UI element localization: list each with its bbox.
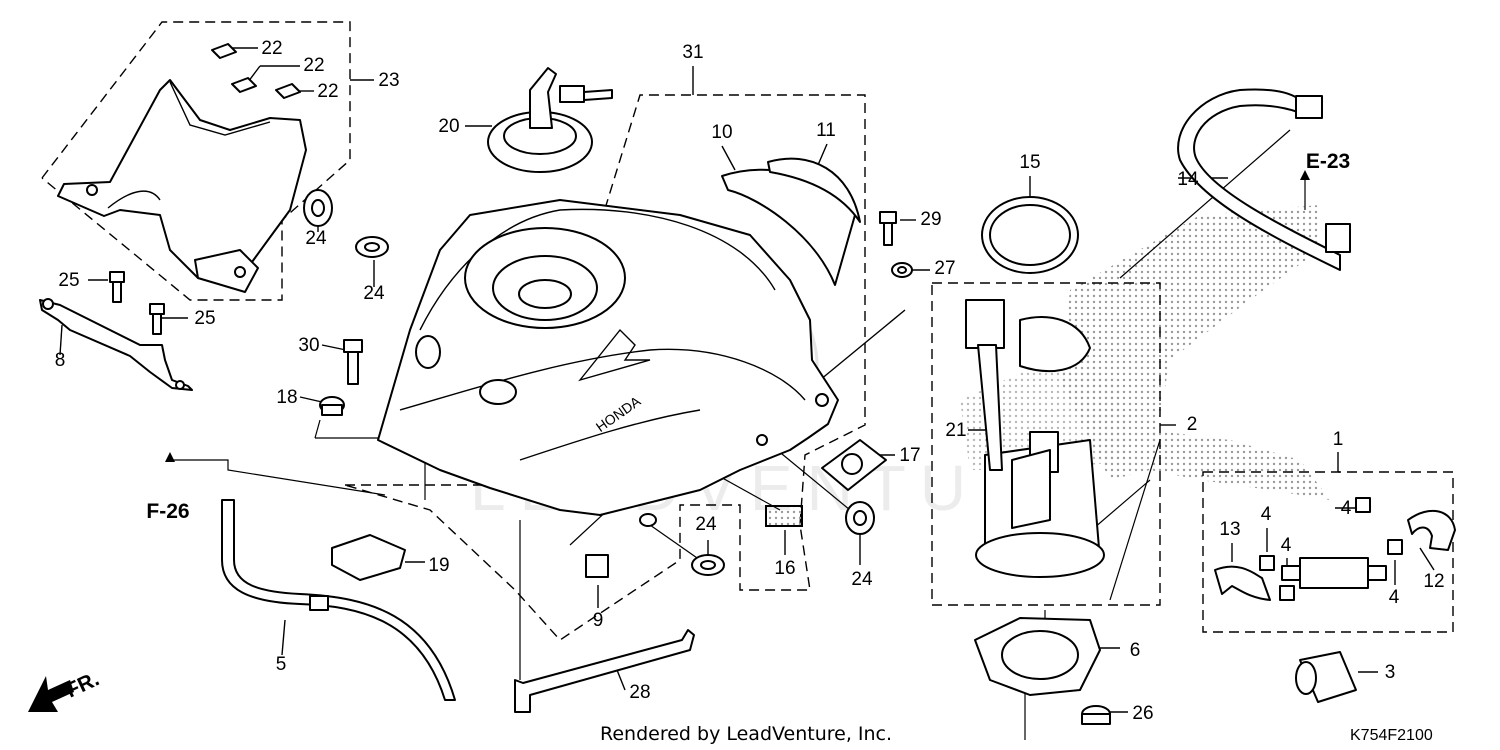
mesh-part-16[interactable]: [765, 505, 803, 527]
part-label-p22a[interactable]: 22: [261, 38, 282, 59]
part-label-p28[interactable]: 28: [629, 682, 650, 703]
collar-part-18[interactable]: [319, 396, 345, 416]
bolt-part-25[interactable]: [109, 271, 165, 335]
part-label-p23[interactable]: 23: [378, 70, 399, 91]
part-label-p30[interactable]: 30: [298, 335, 319, 356]
fuel-pump-part-2[interactable]: [965, 299, 1105, 578]
fuel-cap-part-20[interactable]: [487, 67, 613, 173]
part-label-p8[interactable]: 8: [55, 350, 66, 371]
reference-ref-e23[interactable]: E-23: [1306, 150, 1350, 173]
wire-part-21[interactable]: [977, 344, 1003, 471]
part-label-p2[interactable]: 2: [1187, 414, 1198, 435]
part-label-p25a[interactable]: 25: [58, 270, 79, 291]
part-label-p5[interactable]: 5: [276, 654, 287, 675]
part-label-p3[interactable]: 3: [1385, 662, 1396, 683]
front-cover-part-23[interactable]: [57, 79, 307, 293]
hose-part-14[interactable]: [1177, 88, 1351, 271]
grommet-part-24[interactable]: [303, 189, 875, 576]
part-label-p24a[interactable]: 24: [305, 228, 327, 249]
part-label-p19[interactable]: 19: [428, 555, 449, 576]
connector-part-3[interactable]: [1295, 651, 1357, 703]
bolt-part-29[interactable]: [879, 211, 897, 246]
hose-part-13[interactable]: [1214, 565, 1271, 601]
part-label-p20[interactable]: 20: [438, 116, 459, 137]
part-label-p4d[interactable]: 4: [1389, 587, 1400, 608]
part-label-p15[interactable]: 15: [1019, 152, 1040, 173]
direction-label: FR.: [62, 667, 102, 702]
part-label-p31[interactable]: 31: [682, 42, 703, 63]
washer-part-27[interactable]: [891, 262, 913, 278]
reference-ref-f26[interactable]: F-26: [146, 500, 189, 523]
part-label-p4c[interactable]: 4: [1341, 498, 1352, 519]
part-label-p24c[interactable]: 24: [695, 514, 717, 535]
clamp-part-4[interactable]: [1259, 497, 1403, 601]
tube-part-28[interactable]: [514, 629, 695, 713]
part-label-p21[interactable]: 21: [945, 420, 966, 441]
hose-part-5[interactable]: [221, 499, 456, 701]
part-label-p13[interactable]: 13: [1219, 519, 1240, 540]
bolt-part-30[interactable]: [343, 339, 363, 385]
part-label-p18[interactable]: 18: [276, 387, 297, 408]
bracket-part-8[interactable]: [39, 298, 193, 391]
leader-lines: [59, 47, 1435, 740]
pad-part-22[interactable]: [211, 43, 301, 99]
gasket-plate-part-6[interactable]: [974, 617, 1101, 696]
part-label-p10[interactable]: 10: [711, 122, 732, 143]
part-label-p12[interactable]: 12: [1423, 571, 1444, 592]
clip-part-17[interactable]: [821, 439, 887, 491]
part-label-p25b[interactable]: 25: [194, 308, 215, 329]
part-label-p22b[interactable]: 22: [303, 55, 324, 76]
fuel-filter-part-1[interactable]: [1281, 557, 1387, 589]
part-label-p4a[interactable]: 4: [1261, 504, 1272, 525]
part-label-p24d[interactable]: 24: [851, 569, 873, 590]
strip-part-11[interactable]: [767, 157, 861, 223]
part-label-p22c[interactable]: 22: [317, 81, 338, 102]
part-label-p29[interactable]: 29: [920, 209, 941, 230]
seal-ring-part-15[interactable]: [981, 196, 1079, 274]
part-label-p11[interactable]: 11: [816, 120, 836, 141]
part-label-p17[interactable]: 17: [899, 445, 920, 466]
arrows: [165, 170, 1310, 462]
part-label-p6[interactable]: 6: [1130, 640, 1141, 661]
footer-credit: Rendered by LeadVenture, Inc.: [600, 723, 892, 745]
part-label-p24b[interactable]: 24: [363, 283, 385, 304]
reference-labels: E-23F-26: [146, 150, 1350, 523]
part-label-p9[interactable]: 9: [593, 610, 604, 631]
part-label-p26[interactable]: 26: [1132, 703, 1153, 724]
part-label-p14[interactable]: 14: [1177, 169, 1199, 190]
front-direction-arrow: FR.: [28, 667, 103, 712]
clip-part-19[interactable]: [331, 534, 406, 581]
part-label-p1[interactable]: 1: [1333, 429, 1344, 450]
part-label-p4b[interactable]: 4: [1281, 535, 1292, 556]
part-label-p27[interactable]: 27: [934, 258, 955, 279]
fuel-tank-part-31[interactable]: HONDA: [377, 199, 839, 527]
pad-part-9[interactable]: [585, 554, 609, 578]
diagram-code: K754F2100: [1350, 727, 1433, 744]
part-label-p16[interactable]: 16: [774, 558, 795, 579]
hose-part-12[interactable]: [1407, 510, 1456, 551]
nut-part-26[interactable]: [1081, 705, 1111, 725]
